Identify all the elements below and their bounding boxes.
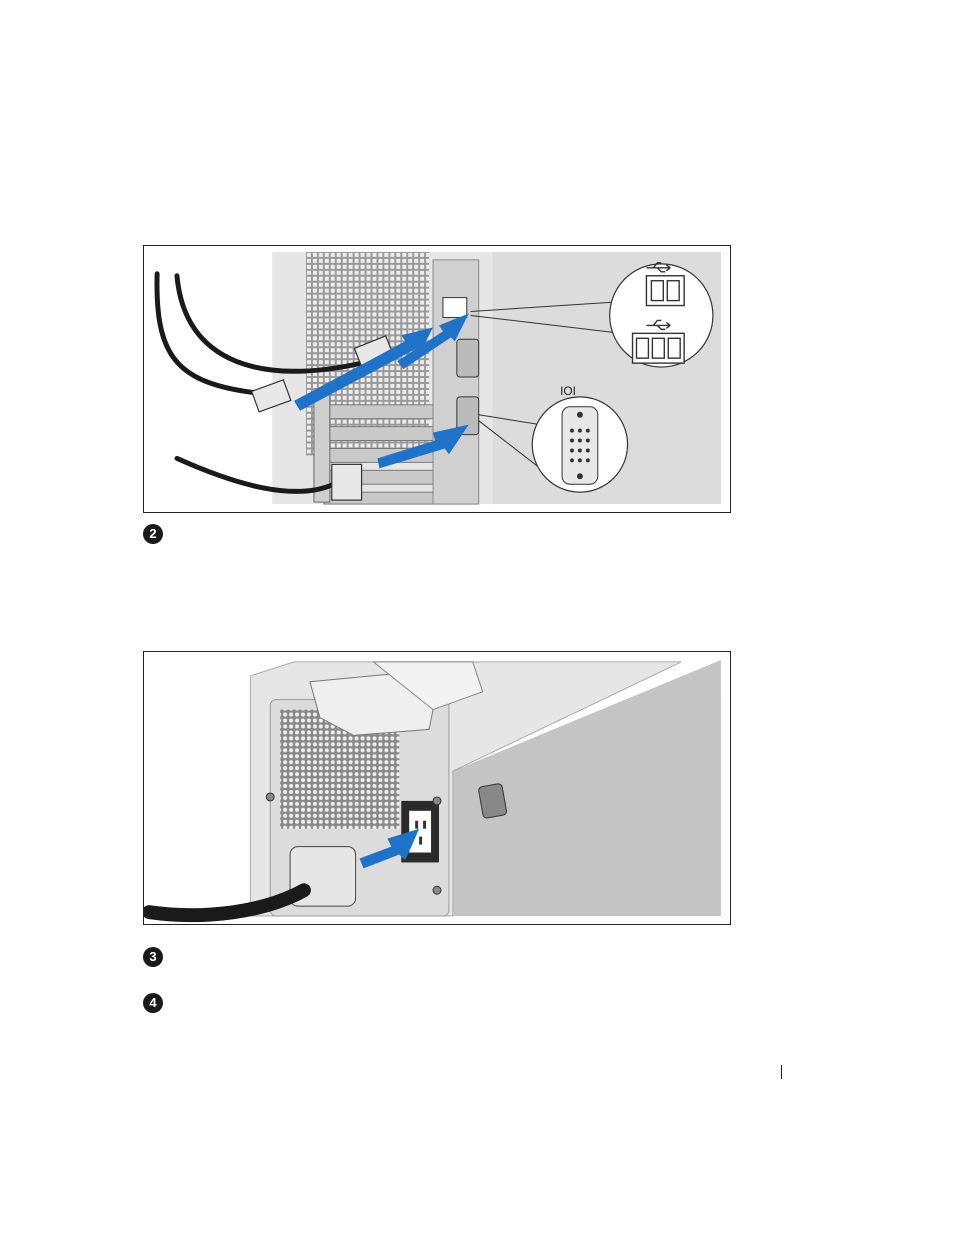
io-panel <box>433 260 479 504</box>
usb-port-block <box>443 298 467 318</box>
peripherals-illustration: IOI <box>144 246 730 512</box>
monitor-port-icon: IOI <box>560 384 576 398</box>
power-illustration <box>144 652 730 924</box>
figure-connect-power <box>143 651 731 925</box>
side-slot <box>478 783 507 818</box>
vga-connector <box>562 407 598 484</box>
serial-port <box>457 339 479 377</box>
page-number-rule <box>781 1065 782 1079</box>
step-4-marker: 4 <box>143 993 163 1013</box>
step-number: 2 <box>149 526 156 541</box>
step-number: 3 <box>149 949 156 964</box>
figure-connect-peripherals: IOI <box>143 245 731 513</box>
step-2-marker: 2 <box>143 524 163 544</box>
step-number: 4 <box>149 995 156 1010</box>
step-3-marker: 3 <box>143 947 163 967</box>
